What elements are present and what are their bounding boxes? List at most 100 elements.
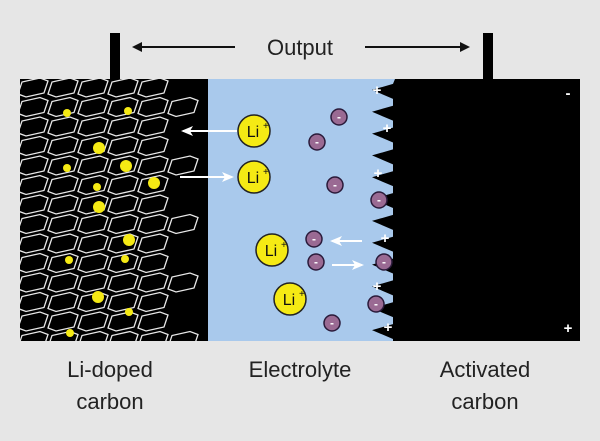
hexagon bbox=[47, 135, 79, 157]
hexagon bbox=[47, 233, 79, 254]
hexagon bbox=[77, 155, 109, 176]
hexagon bbox=[20, 194, 49, 215]
anion: - bbox=[323, 314, 341, 332]
lithium-ion: Li + bbox=[273, 282, 307, 316]
lithium-dot bbox=[92, 291, 104, 303]
hexagon bbox=[77, 96, 109, 118]
hexagon bbox=[20, 311, 49, 332]
hexagon bbox=[20, 116, 49, 137]
surface-charges: +++++++- bbox=[373, 82, 573, 337]
hexagon bbox=[20, 330, 49, 341]
anion: - bbox=[370, 191, 388, 209]
hexagon bbox=[47, 174, 79, 196]
hexagon bbox=[20, 135, 49, 157]
hexagon bbox=[137, 272, 169, 293]
hexagon bbox=[137, 79, 169, 98]
hexagon bbox=[137, 233, 169, 254]
lithium-dot bbox=[93, 142, 105, 154]
anion-charge: - bbox=[312, 232, 316, 246]
hexagon bbox=[137, 252, 169, 274]
lithium-ion-circle bbox=[237, 114, 271, 148]
anion: - bbox=[308, 133, 326, 151]
hexagon bbox=[137, 213, 169, 235]
lithium-ion-label: Li bbox=[265, 243, 277, 260]
hexagon bbox=[79, 330, 109, 341]
negative-charge: - bbox=[566, 85, 571, 102]
anion: - bbox=[326, 176, 344, 194]
hexagon bbox=[49, 330, 79, 341]
anion-charge: - bbox=[315, 135, 319, 149]
lithium-dot bbox=[66, 329, 74, 337]
hexagon bbox=[77, 213, 109, 235]
hexagon bbox=[107, 233, 139, 254]
lithium-ion-circle bbox=[255, 233, 289, 267]
anion-circle bbox=[307, 253, 325, 271]
lithium-dot bbox=[65, 256, 73, 264]
anion-charge: - bbox=[374, 297, 378, 311]
hexagon bbox=[107, 96, 139, 118]
output-label: Output bbox=[267, 35, 333, 60]
positive-charge: + bbox=[384, 319, 393, 336]
lithium-dot bbox=[93, 183, 101, 191]
hexagon bbox=[47, 116, 79, 137]
hexagon bbox=[107, 291, 139, 313]
lithium-dot bbox=[123, 234, 135, 246]
anion-circle bbox=[375, 253, 393, 271]
label-right-line1: Activated bbox=[439, 357, 531, 382]
hexagon bbox=[20, 252, 49, 274]
hexagon bbox=[167, 155, 199, 176]
lithium-ion-label: Li bbox=[247, 170, 259, 187]
lithium-dot bbox=[148, 177, 160, 189]
hexagon bbox=[77, 79, 109, 98]
hexagon bbox=[20, 272, 49, 293]
hexagon bbox=[20, 96, 49, 118]
hexagon bbox=[77, 311, 109, 332]
hexagon bbox=[77, 174, 109, 196]
hexagon bbox=[167, 96, 199, 118]
hexagon bbox=[107, 79, 139, 98]
hexagon bbox=[137, 135, 169, 157]
hexagon bbox=[137, 194, 169, 215]
lithium-ion-charge: + bbox=[299, 289, 305, 300]
lithium-dot bbox=[63, 164, 71, 172]
hexagon bbox=[107, 311, 139, 332]
lithium-ion-charge: + bbox=[263, 167, 269, 178]
anion-charge: - bbox=[337, 110, 341, 124]
hexagon bbox=[107, 252, 139, 274]
intercalated-lithium bbox=[63, 107, 160, 337]
hexagon bbox=[107, 155, 139, 176]
hexagon bbox=[47, 291, 79, 313]
ion-arrows bbox=[180, 126, 364, 270]
hexagon bbox=[47, 155, 79, 176]
right-terminal bbox=[483, 33, 493, 81]
hexagon bbox=[167, 272, 199, 293]
anion-circle bbox=[308, 133, 326, 151]
hexagon bbox=[137, 311, 169, 332]
ions: Li+Li+Li+Li+--------- bbox=[237, 108, 393, 332]
hexagon bbox=[137, 96, 169, 118]
hexagon bbox=[47, 213, 79, 235]
positive-charge: + bbox=[383, 120, 392, 137]
anion-circle bbox=[305, 230, 323, 248]
left-terminal bbox=[110, 33, 120, 81]
hexagon bbox=[47, 96, 79, 118]
lithium-ion: Li+ bbox=[255, 233, 289, 267]
lithium-ion-label: Li bbox=[283, 292, 295, 309]
anion-charge: - bbox=[377, 193, 381, 207]
hexagon bbox=[107, 272, 139, 293]
hexagon bbox=[20, 79, 49, 98]
positive-charge: + bbox=[373, 278, 382, 295]
hexagon bbox=[77, 194, 109, 215]
anion: - bbox=[305, 230, 323, 248]
lithium-ion-charge: + bbox=[263, 121, 269, 132]
hexagon bbox=[20, 233, 49, 254]
anion: - bbox=[375, 253, 393, 271]
anion-circle bbox=[323, 314, 341, 332]
lithium-dot bbox=[124, 107, 132, 115]
positive-charge: + bbox=[374, 165, 383, 182]
hexagon bbox=[77, 135, 109, 157]
hexagon bbox=[20, 155, 49, 176]
hexagon bbox=[137, 116, 169, 137]
hexagon bbox=[77, 233, 109, 254]
